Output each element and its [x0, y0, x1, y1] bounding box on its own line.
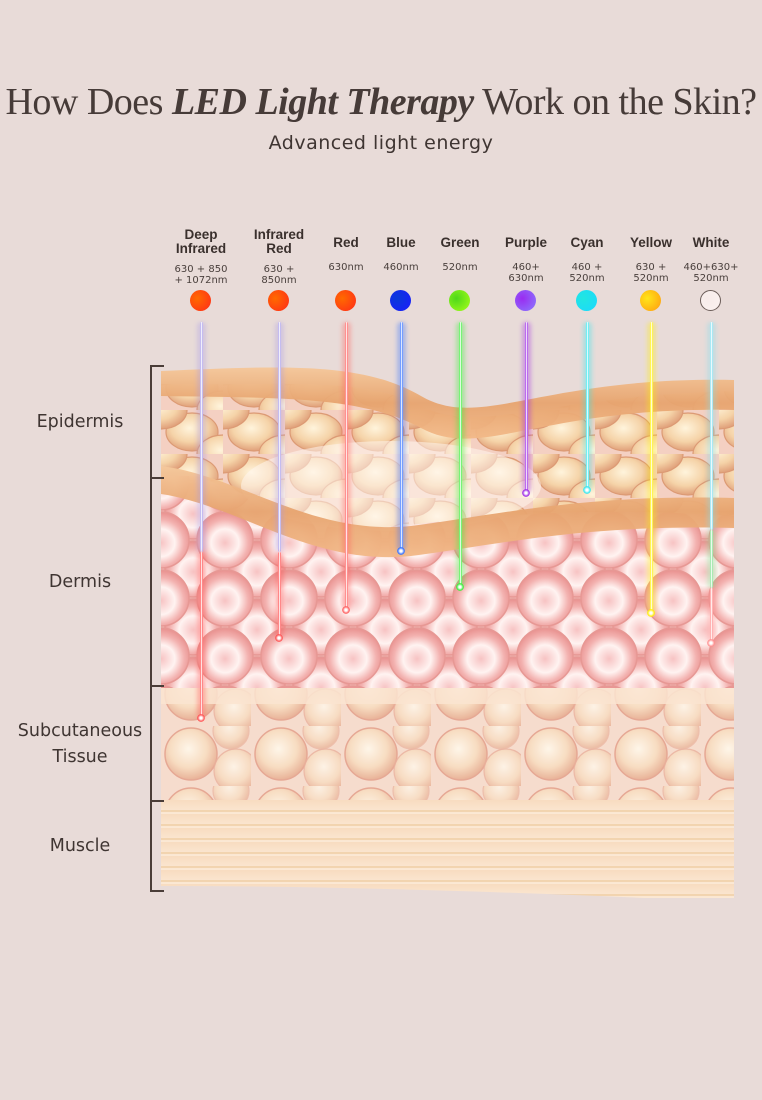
- bracket-tick: [150, 890, 164, 892]
- beam-endpoint-icon: [456, 583, 464, 591]
- light-beam: [709, 322, 713, 530]
- light-dot-icon: [515, 290, 536, 311]
- beam-endpoint-icon: [342, 606, 350, 614]
- light-name-line2: Purple: [504, 235, 547, 250]
- light-wavelength: 630 +850nm: [238, 264, 320, 286]
- light-name-line1: Infrared: [253, 227, 305, 242]
- wavelength-line1: 630nm: [328, 262, 364, 273]
- bracket-tick: [150, 800, 164, 802]
- light-name: White: [676, 236, 746, 250]
- light-beam: [649, 322, 653, 613]
- light-beam: [399, 322, 403, 551]
- layer-label-line1: Muscle: [49, 836, 111, 856]
- wavelength-line1: 460+630+: [683, 262, 739, 273]
- bracket-tick: [150, 685, 164, 687]
- layer-label-line2: Tissue: [52, 746, 108, 767]
- light-beam: [709, 588, 713, 643]
- layer-label-muscle: Muscle: [0, 833, 160, 859]
- beam-endpoint-icon: [707, 639, 715, 647]
- light-beam: [277, 552, 281, 638]
- wavelength-line2: 630nm: [508, 273, 544, 284]
- light-dot-icon: [576, 290, 597, 311]
- layer-label-line1: Subcutaneous: [17, 720, 143, 741]
- light-beam: [277, 322, 281, 552]
- light-wavelength: 460nm: [360, 262, 442, 273]
- light-name-line2: Yellow: [629, 235, 673, 250]
- layer-label-epidermis: Epidermis: [0, 409, 160, 435]
- wavelength-line2: 520nm: [693, 273, 729, 284]
- light-wavelength: 460+630+520nm: [670, 262, 752, 284]
- beam-endpoint-icon: [197, 714, 205, 722]
- wavelength-line1: 460+: [512, 262, 540, 273]
- light-dot-icon: [449, 290, 470, 311]
- light-wavelength: 630 + 850+ 1072nm: [160, 264, 242, 286]
- light-wavelength: 520nm: [419, 262, 501, 273]
- layer-label-line1: Dermis: [48, 572, 112, 592]
- light-name-line2: Green: [440, 235, 480, 250]
- layer-label-dermis: Dermis: [0, 569, 160, 595]
- wavelength-line1: 630 +: [635, 262, 667, 273]
- wavelength-line1: 520nm: [442, 262, 478, 273]
- skin-illustration: [161, 367, 734, 898]
- wavelength-line1: 460nm: [383, 262, 419, 273]
- light-wavelength: 460+630nm: [485, 262, 567, 284]
- wavelength-line1: 460 +: [571, 262, 603, 273]
- bracket-tick: [150, 477, 164, 479]
- wavelength-line2: 520nm: [633, 273, 669, 284]
- beam-endpoint-icon: [397, 547, 405, 555]
- light-dot-icon: [190, 290, 211, 311]
- light-wavelength: 630 +520nm: [610, 262, 692, 284]
- light-wavelength: 460 +520nm: [546, 262, 628, 284]
- light-beam: [585, 322, 589, 490]
- wavelength-line2: 850nm: [261, 275, 297, 286]
- light-name-line2: Infrared: [175, 241, 227, 256]
- light-name-line2: Blue: [386, 235, 416, 250]
- light-dot-icon: [640, 290, 661, 311]
- beam-endpoint-icon: [583, 486, 591, 494]
- light-name: Red: [311, 236, 381, 250]
- wavelength-line2: + 1072nm: [174, 275, 228, 286]
- wavelength-line1: 630 +: [263, 264, 295, 275]
- beam-endpoint-icon: [275, 634, 283, 642]
- page-title: How Does LED Light Therapy Work on the S…: [0, 80, 762, 124]
- skin-cross-section: [161, 366, 734, 898]
- light-wavelength: 630nm: [305, 262, 387, 273]
- light-beam: [199, 552, 203, 718]
- layer-bracket: [150, 366, 152, 892]
- light-dot-icon: [390, 290, 411, 311]
- beam-endpoint-icon: [522, 489, 530, 497]
- light-name-line2: Red: [266, 241, 292, 256]
- light-dot-icon: [335, 290, 356, 311]
- light-name-line2: Red: [333, 235, 359, 250]
- light-name: Purple: [491, 236, 561, 250]
- light-dot-icon: [268, 290, 289, 311]
- light-name: Yellow: [616, 236, 686, 250]
- layer-label-line1: Epidermis: [36, 412, 124, 432]
- light-name-line2: Cyan: [570, 235, 604, 250]
- light-beam: [709, 530, 713, 588]
- wavelength-line1: 630 + 850: [174, 264, 228, 275]
- light-dot-icon: [700, 290, 721, 311]
- light-name-line2: White: [692, 235, 730, 250]
- page-subtitle: Advanced light energy: [268, 132, 494, 154]
- light-beam: [524, 322, 528, 493]
- title-prefix: How Does: [5, 81, 172, 123]
- light-name: Blue: [366, 236, 436, 250]
- title-emphasis: LED Light Therapy: [171, 81, 474, 123]
- light-beam: [458, 322, 462, 587]
- light-beam: [344, 322, 348, 610]
- light-name: Green: [425, 236, 495, 250]
- beam-endpoint-icon: [647, 609, 655, 617]
- bracket-tick: [150, 365, 164, 367]
- light-beam: [199, 322, 203, 552]
- light-name: Cyan: [552, 236, 622, 250]
- light-name-line1: Deep: [184, 227, 218, 242]
- title-suffix: Work on the Skin?: [473, 81, 757, 123]
- wavelength-line2: 520nm: [569, 273, 605, 284]
